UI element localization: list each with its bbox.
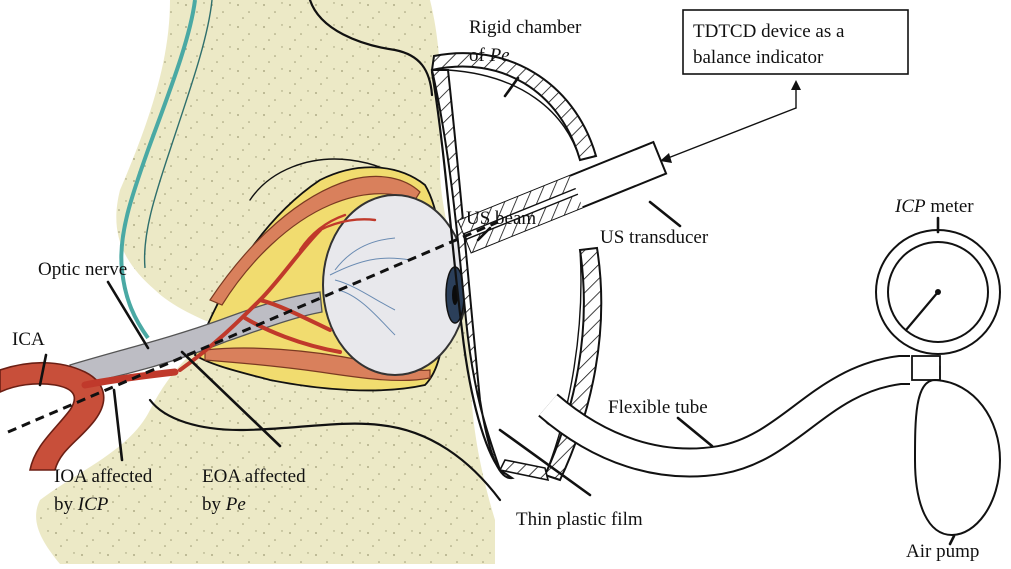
- label-of: of: [469, 45, 486, 66]
- tdtcd-label-line2: balance indicator: [693, 47, 824, 68]
- label-pe-eoa: Pe: [225, 494, 246, 515]
- internal-carotid-artery: [0, 363, 104, 470]
- leader-flexible-tube: [678, 418, 712, 446]
- label-flexible-tube: Flexible tube: [608, 397, 708, 418]
- icp-meter: [876, 230, 1000, 354]
- leader-optic-nerve: [108, 282, 148, 348]
- label-icp-ioa: ICP: [77, 494, 109, 515]
- label-optic-nerve: Optic nerve: [38, 259, 127, 280]
- label-eoa-line1: EOA affected: [202, 466, 306, 487]
- label-us-transducer: US transducer: [600, 227, 709, 248]
- bidirectional-arrow: [660, 80, 801, 163]
- tdtcd-label-line1: TDTCD device as a: [693, 21, 845, 42]
- label-ioa-by: by: [54, 494, 74, 515]
- label-ica: ICA: [12, 329, 45, 350]
- label-eoa-by: by: [202, 494, 222, 515]
- label-thin-plastic-film: Thin plastic film: [516, 509, 643, 530]
- air-pump-bulb: [915, 380, 1000, 535]
- tee-joint: [912, 356, 940, 380]
- label-pe-chamber: Pe: [489, 45, 510, 66]
- label-us-beam: US beam: [466, 208, 536, 229]
- label-eoa-line2: by Pe: [202, 494, 246, 515]
- label-icp-meter: ICP meter: [894, 196, 974, 217]
- leader-us-transducer: [650, 202, 680, 226]
- label-ioa-line2: by ICP: [54, 494, 109, 515]
- label-ioa-line1: IOA affected: [54, 466, 153, 487]
- label-air-pump: Air pump: [906, 541, 979, 562]
- label-icp-meter-symbol: ICP: [894, 196, 926, 217]
- label-meter: meter: [930, 196, 974, 217]
- label-rigid-chamber: Rigid chamber: [469, 17, 582, 38]
- label-rigid-chamber-line2: of Pe: [469, 45, 510, 66]
